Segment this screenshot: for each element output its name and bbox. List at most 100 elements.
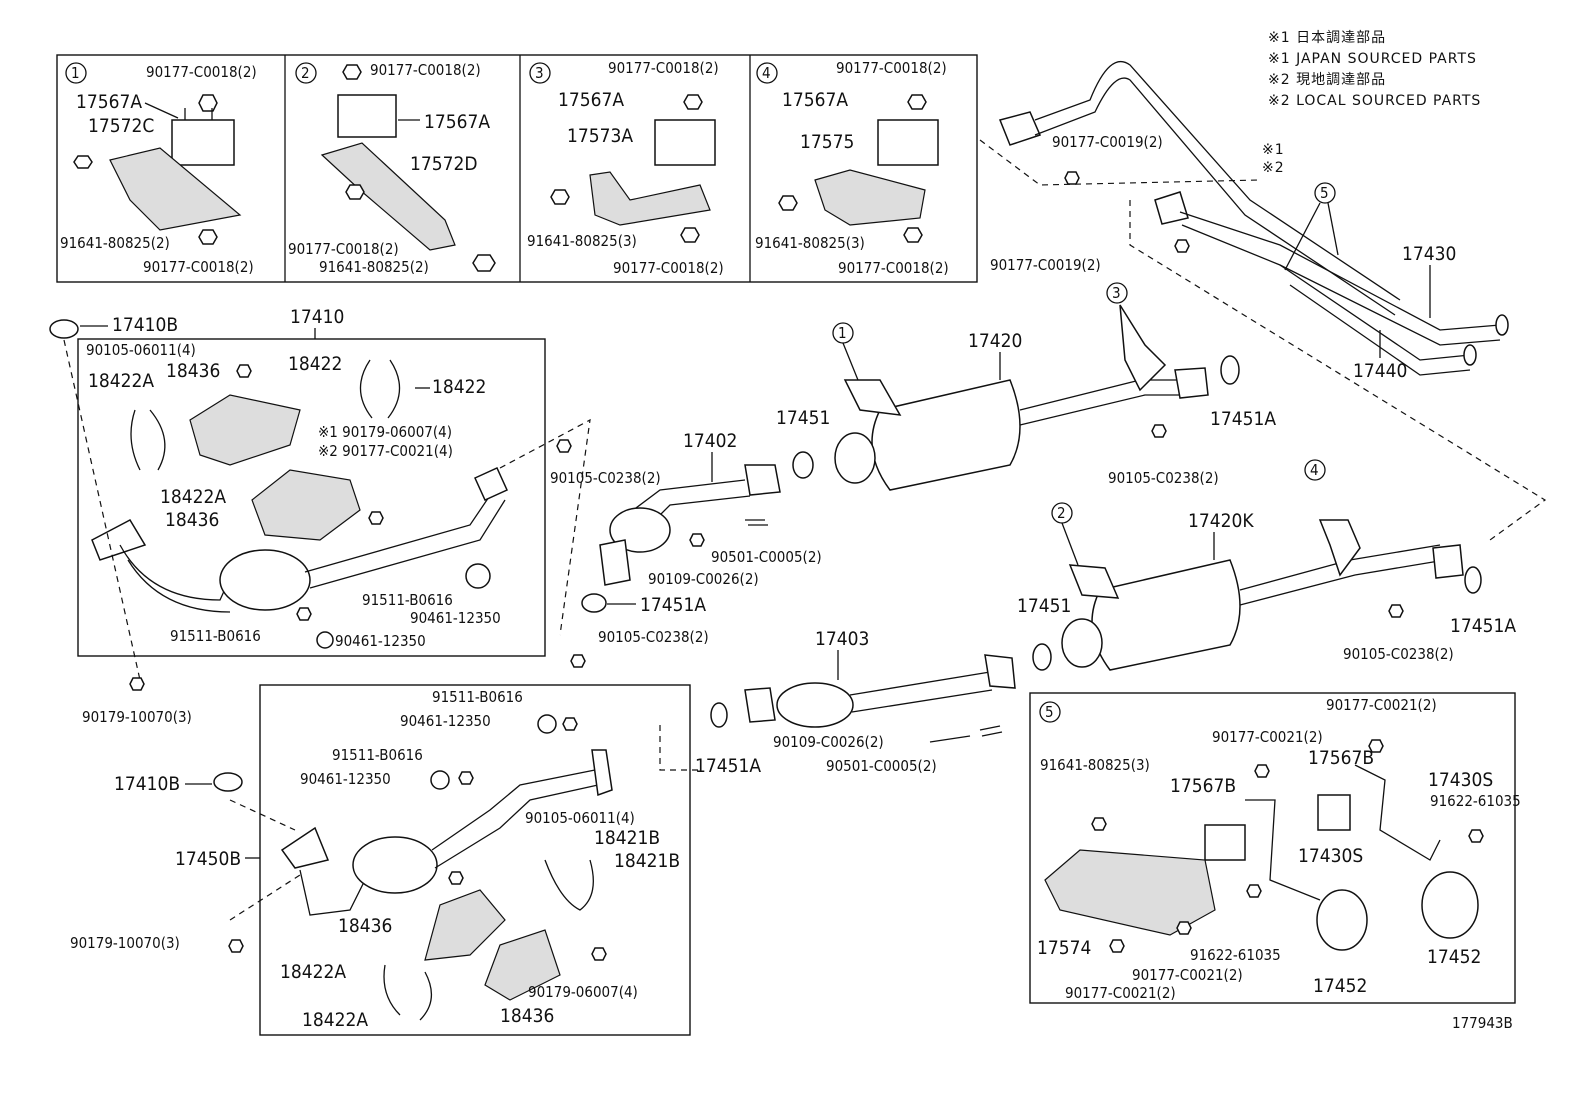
part-label: 17451A	[695, 755, 761, 777]
bracket-icon	[1044, 849, 1216, 936]
dashed-guide	[229, 799, 301, 921]
part-label: 90177-C0019(2)	[990, 256, 1101, 274]
nut-icon	[907, 94, 927, 110]
part-label: 90501-C0005(2)	[826, 757, 937, 775]
clamp-ring-icon	[1421, 871, 1479, 939]
pipe-icon	[299, 869, 366, 916]
part-label: 17430	[1402, 243, 1456, 265]
callout-circle	[1106, 282, 1128, 304]
pipe-icon	[1279, 264, 1471, 361]
hanger-bracket-icon	[1119, 304, 1167, 392]
part-label: 18422A	[302, 1009, 368, 1031]
nut-icon	[198, 229, 218, 245]
part-label: 90177-C0018(2)	[288, 240, 399, 258]
dashed-guide	[979, 139, 1547, 541]
spring-icon	[979, 725, 1003, 737]
part-label: 90179-10070(3)	[82, 708, 192, 726]
callout-number: 4	[1310, 461, 1319, 479]
tailpipe-mount-box-5: 5 90177-C0021(2) 90177-C0021(2) 17567B 1…	[1029, 692, 1521, 1004]
part-label: 91622-61035	[1430, 792, 1521, 810]
callout-number: 1	[71, 64, 80, 82]
hanger-bracket-icon	[843, 379, 902, 416]
heat-band-icon	[383, 964, 401, 1016]
pipe-icon	[127, 559, 231, 613]
callout-number: 3	[1112, 284, 1121, 302]
nut-icon	[1176, 921, 1192, 935]
heat-band-icon	[419, 971, 432, 1021]
heat-shield-icon	[484, 929, 561, 1001]
note-2-jp: ※2 現地調達部品	[1268, 72, 1386, 88]
bolt-icon	[448, 871, 464, 885]
bracket-icon	[814, 169, 926, 226]
heat-shield-icon	[424, 889, 506, 961]
gasket-icon	[1464, 566, 1482, 594]
pipe-icon	[434, 784, 599, 869]
part-label: 91641-80825(3)	[1040, 756, 1150, 774]
bolt-icon	[689, 533, 705, 547]
part-label: 90177-C0021(2)	[1132, 966, 1243, 984]
bolt-icon	[556, 439, 572, 453]
mount-box-1: 1 90177-C0018(2) 17567A 17572C 91641-808…	[60, 62, 257, 276]
part-label: 91511-B0616	[332, 746, 423, 764]
heat-band-icon	[359, 359, 373, 419]
part-label: 90501-C0005(2)	[711, 548, 822, 566]
callout-number: 5	[1045, 703, 1054, 721]
part-label: 90177-C0018(2)	[143, 258, 254, 276]
part-label: 90177-C0018(2)	[613, 259, 724, 277]
part-label: 90461-12350	[300, 770, 391, 788]
dashed-guide	[659, 725, 700, 771]
part-label: 18421B	[614, 850, 680, 872]
pipe-icon	[1034, 77, 1396, 316]
part-label: 17403	[815, 628, 869, 650]
leader-line	[1327, 202, 1339, 256]
pipe-icon	[309, 499, 506, 589]
clamp-icon	[430, 770, 450, 790]
part-label: 17410B	[112, 314, 178, 336]
clamp-icon	[465, 563, 491, 589]
callout-number: 2	[1057, 504, 1066, 522]
part-label: 18422A	[160, 486, 226, 508]
part-label: 91511-B0616	[432, 688, 523, 706]
bolt-icon	[1468, 829, 1484, 843]
assembly-frame	[259, 684, 691, 1036]
muffler-icon	[871, 379, 1021, 491]
muffler-17420k: 2 17420K 4 17451 17451A 90105-C0238(2)	[1017, 459, 1516, 671]
part-label: 90177-C0018(2)	[370, 61, 481, 79]
heat-shield-icon	[189, 394, 301, 466]
part-label: 17572C	[88, 115, 154, 137]
part-label: 91622-61035	[1190, 946, 1281, 964]
gasket-icon	[1220, 355, 1240, 385]
pipe-icon	[1019, 394, 1195, 426]
part-label: 17573A	[567, 125, 633, 147]
part-label: 90109-C0026(2)	[773, 733, 884, 751]
part-label: 90179-10070(3)	[70, 934, 180, 952]
dashed-guide	[63, 339, 141, 681]
leader-line	[144, 102, 179, 119]
part-label: 90105-06011(4)	[525, 809, 635, 827]
screw-icon	[562, 717, 578, 731]
nut-icon	[591, 947, 607, 961]
part-label: 90105-C0238(2)	[1108, 469, 1219, 487]
part-label: 17575	[800, 131, 854, 153]
bolt-icon	[570, 654, 586, 668]
gasket-icon	[581, 593, 607, 613]
callout-circle	[1039, 701, 1061, 723]
muffler-17420: 1 17420 3 17451A 90105-C0238(2)	[832, 282, 1276, 491]
part-label: 90461-12350	[400, 712, 491, 730]
part-label: 90177-C0021(2)	[1212, 728, 1323, 746]
flange-icon	[998, 111, 1042, 146]
callout-circle	[65, 62, 87, 84]
mount-rubber-icon	[171, 119, 235, 166]
part-label: 18436	[165, 509, 219, 531]
part-label: 91641-80825(2)	[60, 234, 170, 252]
mount-box-4: 4 90177-C0018(2) 17567A 17575 91641-8082…	[755, 59, 949, 277]
part-label: 90179-06007(4)	[528, 983, 638, 1001]
pipe-icon	[1179, 211, 1501, 331]
part-label: 17451A	[1450, 615, 1516, 637]
screw-icon	[296, 607, 312, 621]
part-label: 91641-80825(2)	[319, 258, 429, 276]
pipe-end-icon	[1495, 314, 1509, 336]
diagram-id: 177943B	[1452, 1014, 1513, 1032]
nut-icon	[129, 677, 145, 691]
callout-circle	[1314, 182, 1336, 204]
